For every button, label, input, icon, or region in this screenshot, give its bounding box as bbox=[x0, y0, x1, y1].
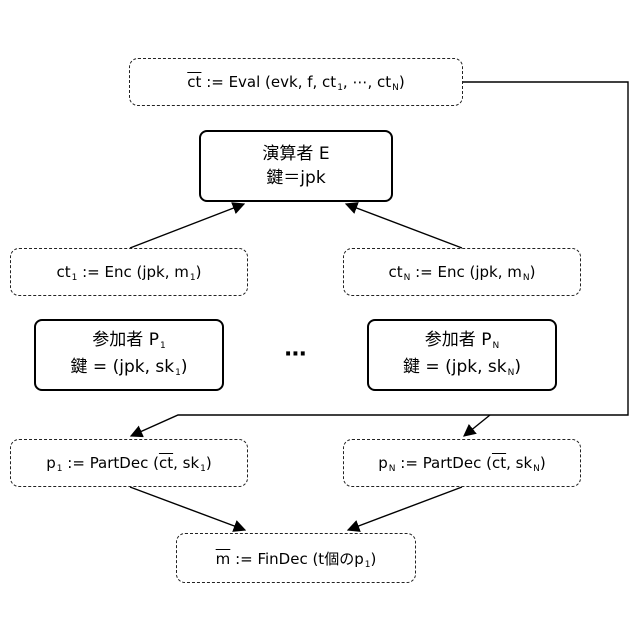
ct-bar-symbol: ct bbox=[187, 73, 201, 91]
participant1-key: 鍵 = (jpk, sk1) bbox=[71, 355, 188, 382]
partdec1-expression: p1 := PartDec (ct, sk1) bbox=[46, 454, 211, 472]
connector-loop-to-dec1 bbox=[131, 415, 490, 436]
arrow-loop-to-decN bbox=[464, 415, 490, 436]
partdecN-box: pN := PartDec (ct, skN) bbox=[343, 439, 581, 487]
evaluator-key: 鍵＝jpk bbox=[266, 166, 325, 190]
encN-expression: ctN := Enc (jpk, mN) bbox=[388, 263, 535, 281]
enc1-expression: ct1 := Enc (jpk, m1) bbox=[56, 263, 201, 281]
arrow-enc1-to-evaluator bbox=[130, 204, 244, 248]
participantN-title: 参加者 PN bbox=[425, 328, 499, 355]
arrow-decN-to-findec bbox=[348, 487, 462, 530]
evaluator-box: 演算者 E 鍵＝jpk bbox=[199, 130, 393, 202]
participantN-key: 鍵 = (jpk, skN) bbox=[403, 355, 521, 382]
arrow-dec1-to-findec bbox=[130, 487, 245, 530]
participant1-box: 参加者 P1 鍵 = (jpk, sk1) bbox=[34, 319, 224, 391]
participant1-title: 参加者 P1 bbox=[92, 328, 165, 355]
evaluator-title: 演算者 E bbox=[262, 142, 329, 166]
enc1-box: ct1 := Enc (jpk, m1) bbox=[10, 248, 248, 296]
eval-expression: ct := Eval (evk, f, ct1, ⋯, ctN) bbox=[187, 73, 404, 91]
findec-box: m := FinDec (t個のp1) bbox=[176, 533, 416, 583]
eval-box: ct := Eval (evk, f, ct1, ⋯, ctN) bbox=[129, 58, 463, 106]
encN-box: ctN := Enc (jpk, mN) bbox=[343, 248, 581, 296]
partdec1-box: p1 := PartDec (ct, sk1) bbox=[10, 439, 248, 487]
participantN-box: 参加者 PN 鍵 = (jpk, skN) bbox=[367, 319, 557, 391]
partdecN-expression: pN := PartDec (ct, skN) bbox=[378, 454, 545, 472]
findec-expression: m := FinDec (t個のp1) bbox=[216, 548, 377, 569]
arrow-encN-to-evaluator bbox=[346, 204, 462, 248]
ellipsis: ⋯ bbox=[278, 342, 314, 367]
